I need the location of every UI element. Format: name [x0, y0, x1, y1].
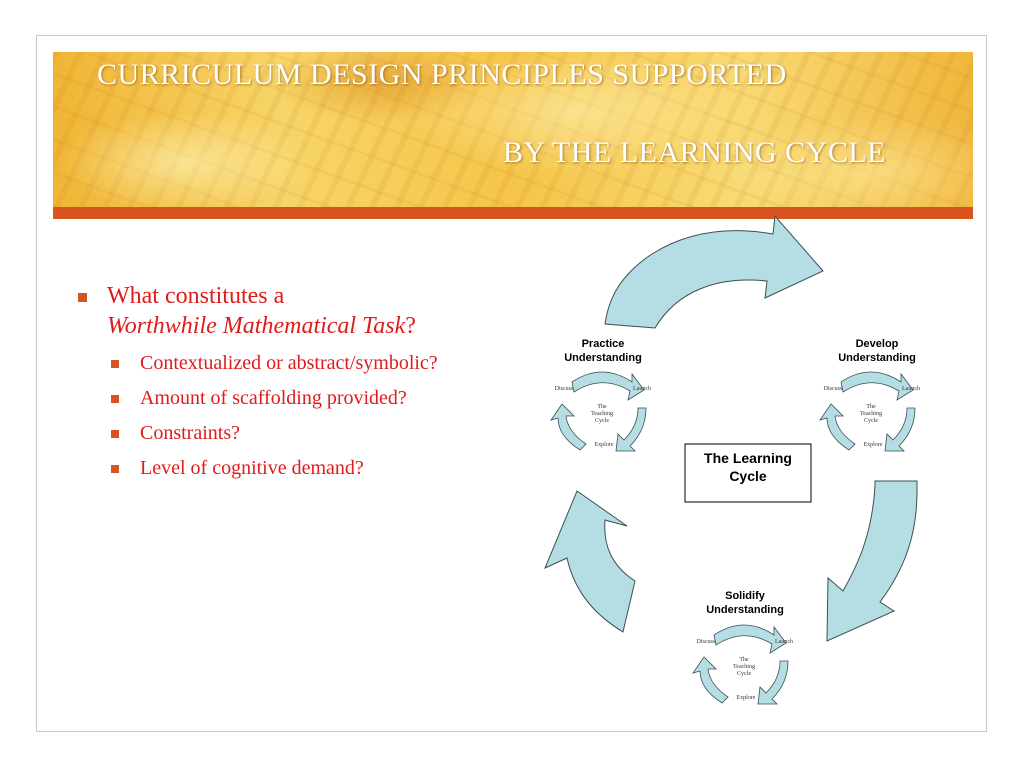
teaching-cycle-solidify: Discuss Launch The Teaching Cycle Explor…: [692, 624, 793, 705]
stage-title-solidify-line-2: Understanding: [706, 604, 784, 616]
tc-explore-label: Explore: [864, 442, 883, 448]
stage-title-practice-line-1: Practice: [582, 338, 625, 350]
sub-bullet: Contextualized or abstract/symbolic?: [75, 351, 455, 376]
sub-bullet-text: Contextualized or abstract/symbolic?: [140, 352, 438, 374]
tc-discuss-label: Discuss: [824, 386, 843, 392]
cycle-arrow-left-icon: [544, 490, 636, 633]
tc-discuss-label: Discuss: [555, 386, 574, 392]
bullet-square-icon: [111, 465, 119, 473]
tc-center-line-1: The: [866, 404, 876, 410]
bullet-main: What constitutes a Worthwhile Mathematic…: [75, 281, 455, 341]
center-label-line-2: Cycle: [729, 468, 767, 484]
title-underline-bar: [53, 207, 973, 219]
tc-center-line-3: Cycle: [737, 671, 751, 677]
cycle-arrow-right-icon: [826, 480, 918, 642]
sub-bullet-text: Constraints?: [140, 422, 240, 444]
center-label-line-1: The Learning: [704, 450, 792, 466]
bullet-square-icon: [78, 293, 87, 302]
sub-bullet-text: Amount of scaffolding provided?: [140, 387, 407, 409]
tc-center-line-2: Teaching: [860, 411, 882, 417]
tc-center-line-2: Teaching: [591, 411, 613, 417]
bullet-square-icon: [111, 430, 119, 438]
tc-center-line-2: Teaching: [733, 664, 755, 670]
stage-title-practice-line-2: Understanding: [564, 352, 642, 364]
tc-center-line-1: The: [597, 404, 607, 410]
slide-title-line-1: CURRICULUM DESIGN PRINCIPLES SUPPORTED: [97, 58, 787, 91]
bullet-list: What constitutes a Worthwhile Mathematic…: [75, 281, 455, 481]
bullet-main-suffix: ?: [405, 313, 416, 339]
tc-center-line-3: Cycle: [595, 418, 609, 424]
stage-title-solidify-line-1: Solidify: [725, 590, 766, 602]
tc-launch-label: Launch: [902, 386, 920, 392]
tc-center-line-3: Cycle: [864, 418, 878, 424]
title-banner: [53, 52, 973, 207]
bullet-main-prefix: What constitutes a: [107, 283, 285, 309]
teaching-cycle-develop: Discuss Launch The Teaching Cycle Explor…: [819, 371, 920, 452]
slide-title-line-2: BY THE LEARNING CYCLE: [503, 136, 886, 169]
bullet-square-icon: [111, 395, 119, 403]
tc-discuss-label: Discuss: [697, 639, 716, 645]
cycle-arrow-top-icon: [604, 214, 824, 329]
tc-explore-label: Explore: [595, 442, 614, 448]
learning-cycle-diagram: The Learning Cycle Practice Understandin…: [544, 214, 920, 705]
bullet-main-italic: Worthwhile Mathematical Task: [107, 313, 406, 339]
sub-bullet: Constraints?: [75, 421, 455, 446]
tc-explore-label: Explore: [737, 695, 756, 701]
bullet-square-icon: [111, 360, 119, 368]
sub-bullet-text: Level of cognitive demand?: [140, 457, 364, 479]
tc-launch-label: Launch: [775, 639, 793, 645]
teaching-cycle-practice: Discuss Launch The Teaching Cycle Explor…: [550, 371, 651, 452]
slide: CURRICULUM DESIGN PRINCIPLES SUPPORTED B…: [36, 35, 987, 732]
tc-center-line-1: The: [739, 657, 749, 663]
stage-title-develop-line-2: Understanding: [838, 352, 916, 364]
stage-title-develop-line-1: Develop: [856, 338, 899, 350]
sub-bullet: Amount of scaffolding provided?: [75, 386, 455, 411]
sub-bullet: Level of cognitive demand?: [75, 456, 455, 481]
tc-launch-label: Launch: [633, 386, 651, 392]
center-label-box: [684, 443, 812, 503]
